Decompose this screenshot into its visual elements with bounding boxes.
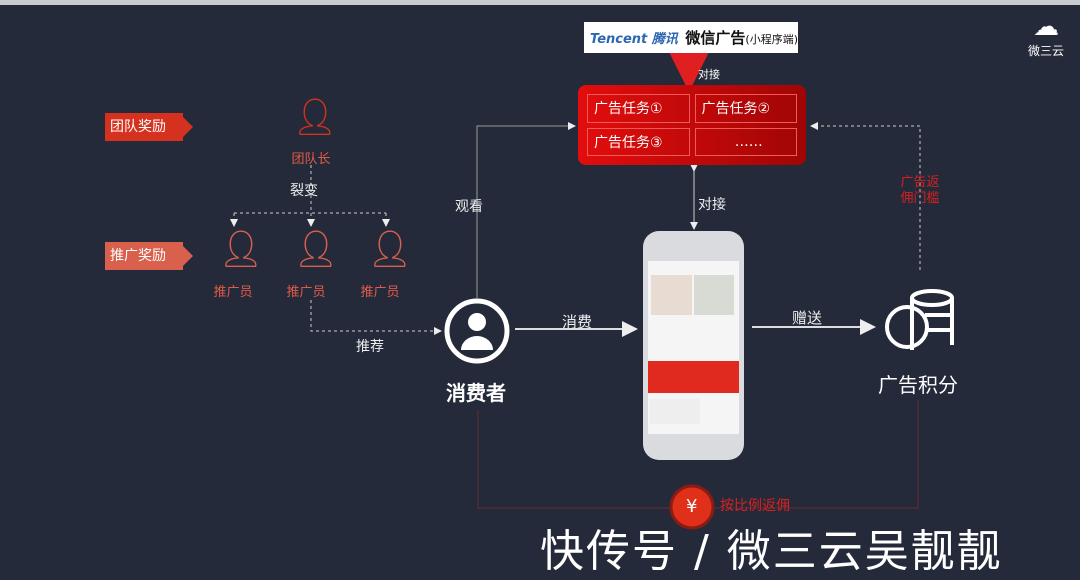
cloud-icon: ☁ bbox=[1033, 12, 1059, 42]
phone-mockup bbox=[643, 231, 744, 460]
weisanyun-logo: ☁ 微三云 bbox=[1022, 12, 1070, 59]
promo-reward-tag: 推广奖励 bbox=[105, 242, 193, 270]
promoter-label: 推广员 bbox=[286, 285, 326, 300]
consume-label: 消费 bbox=[562, 313, 593, 331]
connect-top-label: 对接 bbox=[698, 68, 720, 81]
promoter-icon: 👤︎ bbox=[293, 229, 339, 270]
promoter-icon: 👤︎ bbox=[218, 229, 264, 270]
ad-task-2: 广告任务② bbox=[694, 94, 797, 123]
ad-rebate-threshold-label: 广告返佣门槛 bbox=[900, 175, 940, 206]
ad-task-more: …… bbox=[694, 127, 797, 156]
ad-points-label: 广告积分 bbox=[878, 373, 958, 397]
logo-text: 微三云 bbox=[1027, 44, 1064, 58]
consumer-label: 消费者 bbox=[446, 381, 506, 405]
ad-task-3: 广告任务③ bbox=[587, 127, 690, 156]
yen-icon: ¥ bbox=[686, 496, 698, 517]
leader-label: 团队长 bbox=[291, 152, 331, 167]
connect-mid-label: 对接 bbox=[698, 197, 726, 213]
team-reward-tag: 团队奖励 bbox=[105, 113, 193, 141]
tencent-logo: Tencent 腾讯 bbox=[590, 32, 678, 47]
top-bar bbox=[0, 0, 1080, 5]
fission-label: 裂变 bbox=[290, 183, 318, 199]
wechat-ads-sub: (小程序端) bbox=[745, 33, 798, 46]
watermark: 快传号 / 微三云吴靓靓 bbox=[540, 526, 1003, 577]
ad-task-1: 广告任务① bbox=[587, 94, 690, 123]
proportional-rebate-label: 按比例返佣 bbox=[720, 498, 790, 514]
phone-screen bbox=[648, 261, 739, 434]
ad-task-box: 广告任务① 广告任务② 广告任务③ …… bbox=[578, 85, 806, 165]
promoter-icon: 👤︎ bbox=[367, 229, 413, 270]
wechat-ads-title: 微信广告 bbox=[685, 29, 746, 47]
watch-label: 观看 bbox=[455, 199, 483, 215]
gift-label: 赠送 bbox=[792, 309, 823, 327]
promoter-label: 推广员 bbox=[360, 285, 400, 300]
promoter-label: 推广员 bbox=[213, 285, 253, 300]
leader-person-icon: 👤︎ bbox=[292, 97, 338, 138]
tencent-banner: Tencent 腾讯 微信广告(小程序端) bbox=[584, 22, 798, 53]
recommend-label: 推荐 bbox=[356, 339, 384, 355]
